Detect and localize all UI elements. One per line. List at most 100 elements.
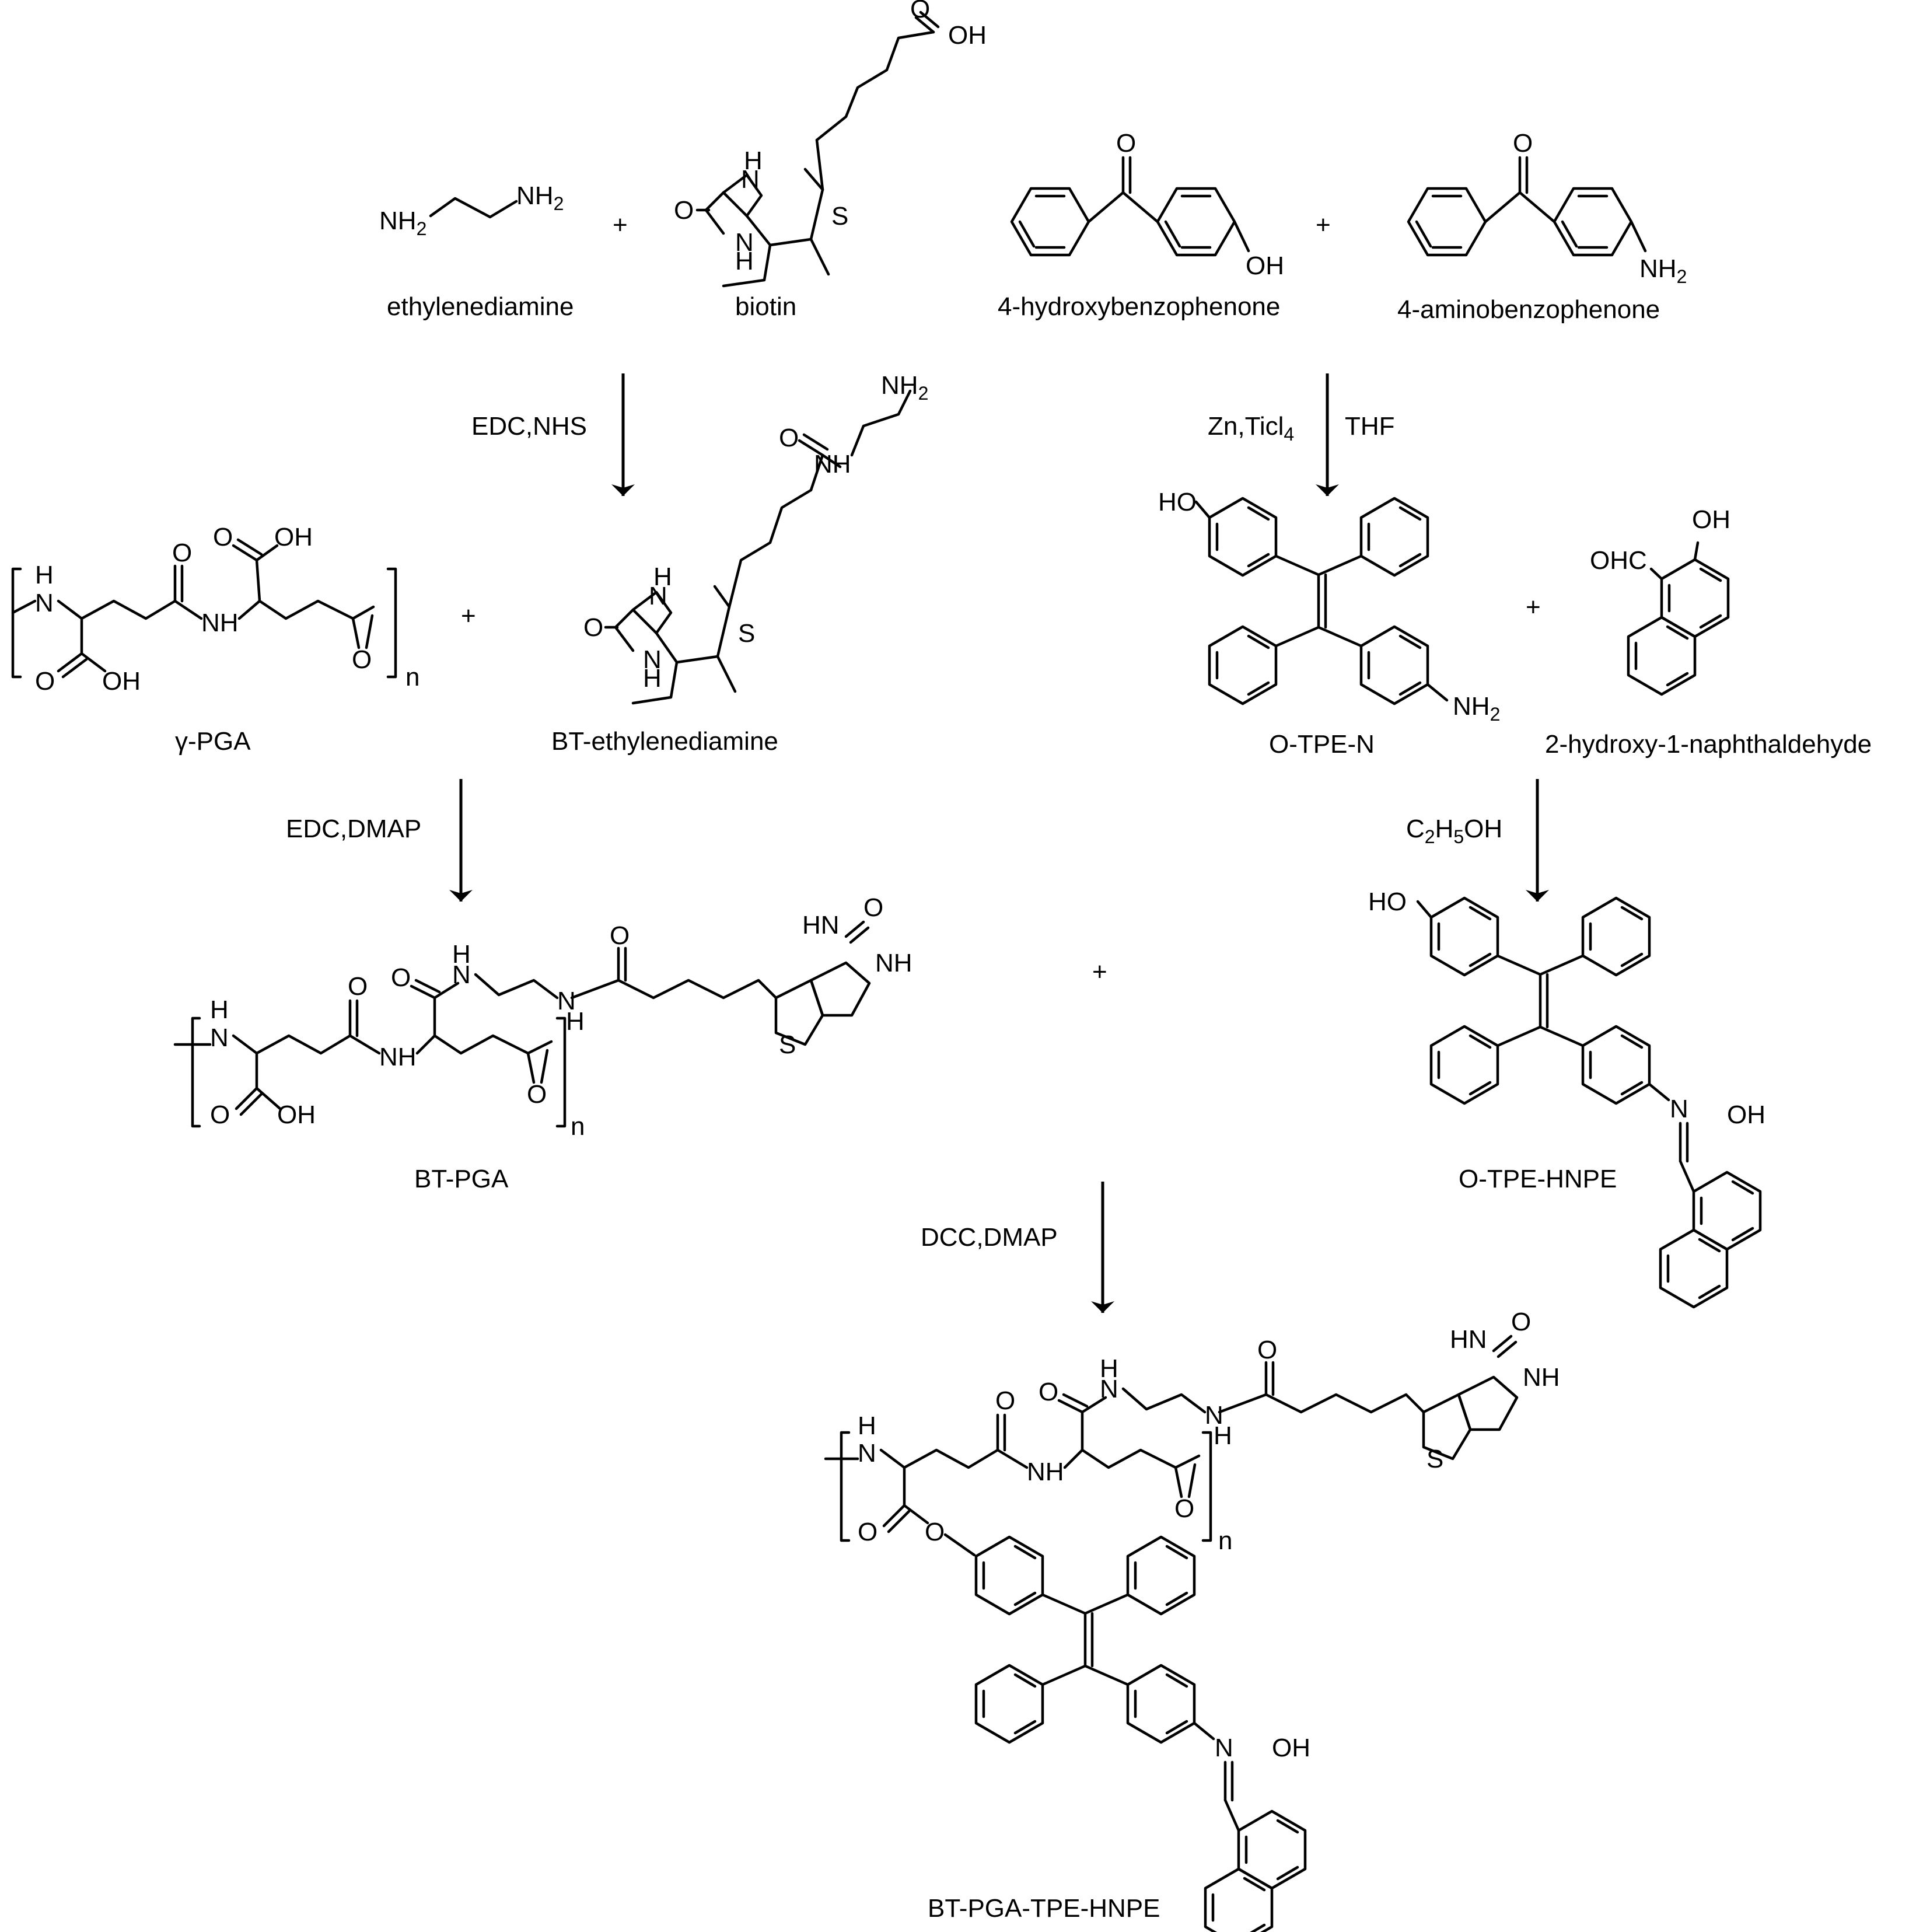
atom-o: O — [995, 1386, 1015, 1415]
repeat-index-n: n — [405, 663, 419, 691]
label-biotin: biotin — [735, 292, 796, 321]
o-tpe-hnpe-structure: HO N OH O-TPE-HNPE — [1368, 888, 1765, 1307]
atom-nh: NH — [1027, 1458, 1064, 1486]
bt-pga-structure: H N O NH O O H N N H O S HN NH O — [173, 893, 912, 1193]
atom-nh2: NH2 — [1639, 254, 1687, 287]
atom-s: S — [1426, 1445, 1443, 1473]
atom-h: H — [858, 1412, 876, 1440]
repeat-index-n: n — [1218, 1526, 1232, 1555]
atom-s: S — [779, 1030, 796, 1059]
atom-o: O — [1174, 1494, 1194, 1523]
condition-step2-solvent: THF — [1345, 412, 1395, 441]
atom-ohc: OHC — [1590, 546, 1647, 575]
atom-nh2: NH2 — [881, 371, 928, 404]
condition-step5: DCC,DMAP — [921, 1223, 1058, 1252]
atom-nh: NH — [1523, 1363, 1560, 1392]
atom-n: N — [858, 1439, 876, 1468]
atom-s: S — [738, 619, 755, 648]
atom-n: N — [557, 987, 576, 1015]
atom-s: S — [831, 202, 848, 230]
atom-nh2: NH2 — [1453, 692, 1500, 725]
biotin-structure: OH O O H N N H S biotin — [674, 0, 987, 321]
hydroxy-naphthaldehyde-structure: OH OHC 2-hydroxy-1-naphthaldehyde — [1545, 505, 1872, 759]
atom-h: H — [1214, 1421, 1232, 1450]
atom-o-carbonyl: O — [674, 196, 694, 225]
atom-n: N — [1670, 1095, 1688, 1123]
atom-n: N — [1205, 1401, 1223, 1430]
atom-n: N — [452, 960, 471, 989]
atom-h: H — [735, 247, 754, 275]
atom-o: O — [583, 613, 603, 642]
atom-oh: OH — [1246, 251, 1284, 280]
label-bt-ethylenediamine: BT-ethylenediamine — [551, 727, 778, 756]
atom-o: O — [1513, 129, 1533, 158]
atom-n: N — [35, 589, 54, 617]
label-hydroxy-naphthaldehyde: 2-hydroxy-1-naphthaldehyde — [1545, 730, 1872, 759]
atom-o: O — [352, 645, 372, 674]
atom-ho: HO — [1368, 888, 1407, 916]
condition-step1: EDC,NHS — [471, 412, 587, 441]
product-structure: H N O NH O O H N N H O S HN NH O — [824, 1308, 1560, 1932]
plus-sign: + — [613, 211, 628, 239]
atom-nh2-right: NH2 — [516, 181, 564, 214]
atom-nh: NH — [201, 609, 239, 637]
atom-o: O — [1511, 1308, 1531, 1336]
atom-nh: NH — [875, 949, 912, 977]
atom-o: O — [1039, 1378, 1058, 1406]
atom-o: O — [172, 539, 192, 567]
atom-h: H — [566, 1007, 585, 1036]
atom-o: O — [610, 921, 630, 950]
label-o-tpe-n: O-TPE-N — [1269, 730, 1375, 759]
ethylenediamine-structure: NH2 NH2 ethylenediamine — [379, 181, 574, 321]
plus-sign: + — [461, 602, 476, 630]
atom-h: H — [1100, 1354, 1118, 1383]
atom-h: H — [35, 561, 54, 589]
aminobenzophenone-structure: O NH2 4-aminobenzophenone — [1397, 129, 1687, 324]
gamma-pga-structure: H N O NH O O OH O OH n γ-PGA — [11, 523, 419, 756]
atom-ho: HO — [1158, 488, 1197, 516]
atom-o: O — [210, 1100, 230, 1129]
atom-o: O — [858, 1518, 877, 1546]
atom-oh: OH — [274, 523, 313, 551]
atom-n: N — [649, 582, 667, 610]
atom-o: O — [348, 972, 368, 1001]
atom-oh: OH — [1692, 505, 1730, 534]
label-aminobenzophenone: 4-aminobenzophenone — [1397, 295, 1660, 324]
atom-oh: OH — [1272, 1734, 1310, 1762]
atom-n: N — [735, 228, 754, 257]
atom-o: O — [213, 523, 233, 551]
atom-oh: OH — [1727, 1100, 1765, 1129]
label-ethylenediamine: ethylenediamine — [387, 292, 574, 321]
condition-step3: EDC,DMAP — [286, 815, 421, 843]
atom-oh: OH — [277, 1100, 316, 1129]
atom-n: N — [643, 645, 662, 674]
atom-o: O — [779, 424, 799, 452]
atom-n: N — [210, 1023, 229, 1052]
label-hydroxybenzophenone: 4-hydroxybenzophenone — [998, 292, 1280, 321]
atom-o: O — [1116, 129, 1136, 158]
plus-sign: + — [1316, 211, 1331, 239]
atom-n: N — [1215, 1734, 1233, 1762]
atom-h: H — [643, 664, 662, 693]
condition-step2: Zn,Ticl4 — [1208, 412, 1294, 445]
label-bt-pga: BT-PGA — [414, 1165, 509, 1193]
repeat-index-n: n — [571, 1112, 585, 1141]
atom-o: O — [1257, 1336, 1277, 1364]
label-product: BT-PGA-TPE-HNPE — [928, 1894, 1160, 1923]
atom-hn: HN — [802, 911, 840, 939]
plus-sign: + — [1092, 958, 1107, 986]
atom-nh: NH — [379, 1043, 417, 1071]
atom-o: O — [527, 1080, 547, 1109]
atom-o: O — [391, 963, 411, 992]
atom-o: O — [863, 893, 883, 922]
o-tpe-n-structure: HO NH2 O-TPE-N — [1158, 488, 1500, 759]
label-gamma-pga: γ-PGA — [175, 727, 251, 756]
atom-nh: NH — [814, 450, 851, 478]
atom-h: H — [653, 563, 672, 591]
atom-o: O — [910, 0, 930, 23]
plus-sign: + — [1526, 593, 1541, 621]
atom-o: O — [35, 667, 55, 696]
atom-n: N — [1100, 1375, 1118, 1403]
atom-n: N — [741, 165, 760, 194]
